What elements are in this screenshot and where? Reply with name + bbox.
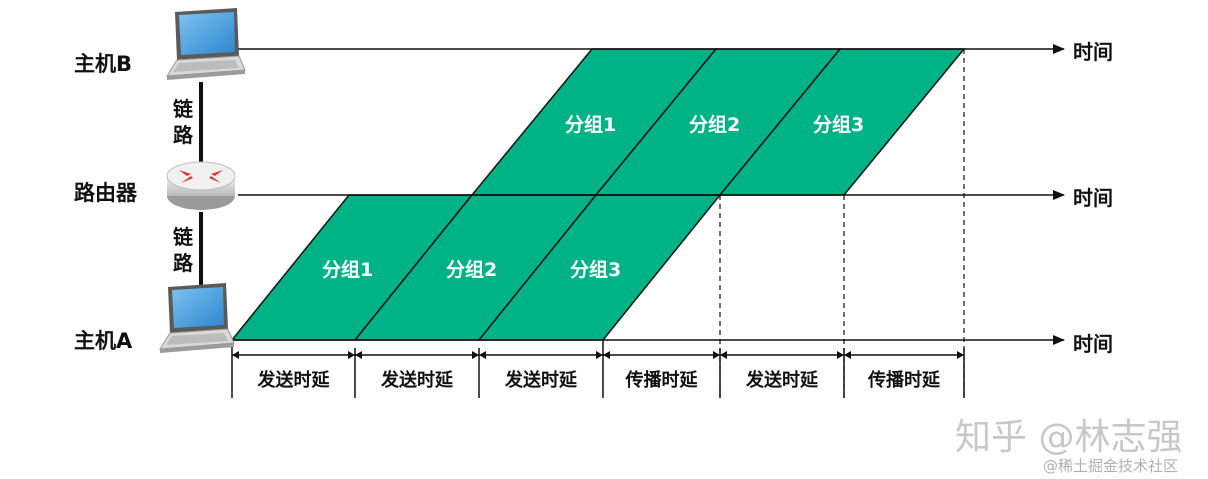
upper-link-char-2: 路 xyxy=(173,123,193,147)
time-label-host-a: 时间 xyxy=(1073,332,1113,356)
upper-link-char-1: 链 xyxy=(173,97,193,121)
laptop-icon xyxy=(159,283,235,353)
delay-bar xyxy=(231,340,965,398)
delay-label-4: 传播时延 xyxy=(625,370,698,391)
host-b-label: 主机B xyxy=(74,52,133,76)
delay-label-2: 发送时延 xyxy=(381,370,453,391)
upper-link-label: 链 路 xyxy=(170,96,196,148)
delay-label-5: 发送时延 xyxy=(746,370,818,391)
delay-label-6: 传播时延 xyxy=(868,370,940,391)
lower-link-char-2: 路 xyxy=(173,251,193,275)
watermark-sub: @稀土掘金技术社区 xyxy=(1043,457,1179,475)
time-label-router: 时间 xyxy=(1073,186,1113,210)
packet-a-3-label: 分组3 xyxy=(570,259,622,281)
time-label-host-b: 时间 xyxy=(1073,40,1113,64)
packet-b-3-label: 分组3 xyxy=(813,114,865,136)
router-label: 路由器 xyxy=(74,181,137,205)
host-a-label: 主机A xyxy=(74,329,133,353)
lower-link-label: 链 路 xyxy=(170,224,196,276)
router-icon xyxy=(166,161,236,210)
delay-label-3: 发送时延 xyxy=(505,370,577,391)
packet-b-2-label: 分组2 xyxy=(689,114,741,136)
laptop-icon xyxy=(166,8,246,80)
watermark-main: 知乎 @林志强 xyxy=(955,417,1183,458)
lower-link-char-1: 链 xyxy=(173,225,193,249)
packet-a-2-label: 分组2 xyxy=(446,259,498,281)
delay-label-1: 发送时延 xyxy=(257,370,330,391)
packet-a-1-label: 分组1 xyxy=(322,259,374,281)
packet-b-1-label: 分组1 xyxy=(565,114,617,136)
